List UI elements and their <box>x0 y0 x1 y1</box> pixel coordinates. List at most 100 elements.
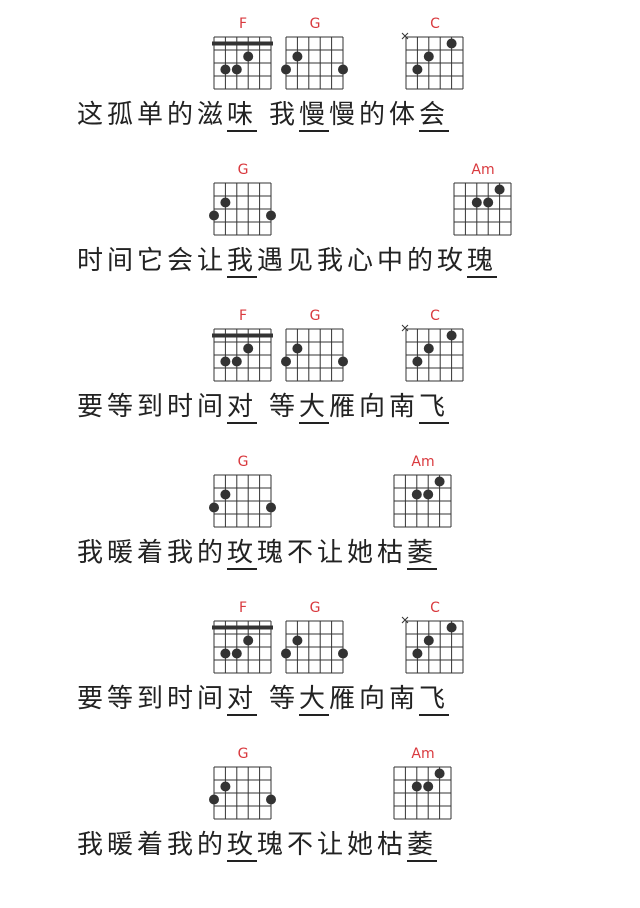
lyric-char: 体 <box>389 100 416 130</box>
finger-dot <box>220 356 231 367</box>
lyric-char: 时 <box>167 684 194 714</box>
chord-grid <box>209 766 276 820</box>
lyric-char: 南 <box>389 392 416 422</box>
finger-dot <box>423 781 434 792</box>
lyric-char: 它 <box>137 246 164 276</box>
finger-dot <box>423 489 434 500</box>
lyric-char: 枯 <box>377 538 404 568</box>
chord-diagram-f: F <box>208 600 278 674</box>
chord-grid <box>393 766 452 820</box>
lyric-char: 让 <box>317 830 344 860</box>
chord-diagram-f: F <box>208 308 278 382</box>
finger-dot <box>434 768 445 779</box>
lyric-char: 单 <box>137 100 164 130</box>
lyric-char <box>257 98 269 130</box>
lyric-char: 的 <box>359 100 386 130</box>
finger-dot <box>292 635 303 646</box>
finger-dot <box>292 51 303 62</box>
chord-name: Am <box>411 746 435 762</box>
finger-dot <box>412 64 423 75</box>
finger-dot <box>292 343 303 354</box>
lyric-char: 这 <box>77 100 104 130</box>
finger-dot <box>411 781 422 792</box>
chord-grid <box>212 36 273 90</box>
lyric-char: 要 <box>77 392 104 422</box>
finger-dot <box>471 197 482 208</box>
chord-name: C <box>430 308 440 324</box>
lyric-char: 等 <box>107 684 134 714</box>
lyric-char: 她 <box>347 538 374 568</box>
lyric-char: 等 <box>269 392 296 422</box>
chord-syllable: 萎 <box>407 536 437 570</box>
lyric-char: 等 <box>269 684 296 714</box>
chord-diagram-g: G <box>208 746 278 820</box>
chord-grid <box>281 620 348 674</box>
chord-diagram-g: G <box>208 162 278 236</box>
chord-grid <box>393 474 452 528</box>
chord-syllable: 萎 <box>407 828 437 862</box>
chord-grid <box>212 620 273 674</box>
lyric-char: 让 <box>197 246 224 276</box>
lyric-char: 我 <box>167 830 194 860</box>
chord-grid <box>401 616 464 674</box>
chord-name: C <box>430 16 440 32</box>
chord-name: F <box>238 600 248 616</box>
chord-diagram-c: C <box>400 16 470 90</box>
lyric-char: 会 <box>167 246 194 276</box>
lyric-char: 我 <box>269 100 296 130</box>
finger-dot <box>231 648 242 659</box>
chord-name: G <box>309 16 321 32</box>
chord-grid <box>401 324 464 382</box>
finger-dot <box>243 343 254 354</box>
lyric-char: 暖 <box>107 538 134 568</box>
finger-dot <box>231 64 242 75</box>
lyric-char: 遇 <box>257 246 284 276</box>
finger-dot <box>446 622 457 633</box>
finger-dot <box>423 635 434 646</box>
chord-grid <box>209 474 276 528</box>
finger-dot <box>266 794 276 805</box>
lyric-char: 南 <box>389 684 416 714</box>
chord-name: G <box>309 600 321 616</box>
lyric-char: 我 <box>77 830 104 860</box>
chord-grid <box>401 32 464 90</box>
finger-dot <box>338 648 348 659</box>
lyric-char: 时 <box>77 246 104 276</box>
chord-diagram-c: C <box>400 308 470 382</box>
finger-dot <box>412 356 423 367</box>
lyric-char: 向 <box>359 392 386 422</box>
lyric-char: 向 <box>359 684 386 714</box>
chord-grid <box>209 182 276 236</box>
chord-syllable: 大 <box>299 390 329 424</box>
lyric-line: 我暖着我的玫瑰不让她枯萎我暖着我的玫瑰不让她枯萎 <box>77 828 437 864</box>
lyric-char: 瑰 <box>257 538 284 568</box>
finger-dot <box>494 184 505 195</box>
lyric-char: 等 <box>107 392 134 422</box>
finger-dot <box>412 648 423 659</box>
lyric-char: 雁 <box>329 684 356 714</box>
finger-dot <box>338 64 348 75</box>
finger-dot <box>483 197 494 208</box>
chord-grid <box>453 182 512 236</box>
finger-dot <box>411 489 422 500</box>
finger-dot <box>434 476 445 487</box>
lyric-char: 间 <box>197 392 224 422</box>
lyric-char: 不 <box>287 538 314 568</box>
lyric-char: 到 <box>137 684 164 714</box>
lyric-char: 时 <box>167 392 194 422</box>
lyric-block: GAm我暖着我的玫瑰不让她枯萎我暖着我的玫瑰不让她枯萎 <box>0 730 640 876</box>
chord-name: F <box>238 308 248 324</box>
finger-dot <box>209 210 219 221</box>
lyric-char: 心 <box>347 246 374 276</box>
chord-syllable: 飞 <box>419 682 449 716</box>
finger-dot <box>281 648 291 659</box>
finger-dot <box>220 64 231 75</box>
finger-dot <box>446 330 457 341</box>
chord-syllable: 我 <box>227 244 257 278</box>
chord-diagram-g: G <box>280 600 350 674</box>
lyric-char: 玫 <box>437 246 464 276</box>
lyric-char: 枯 <box>377 830 404 860</box>
